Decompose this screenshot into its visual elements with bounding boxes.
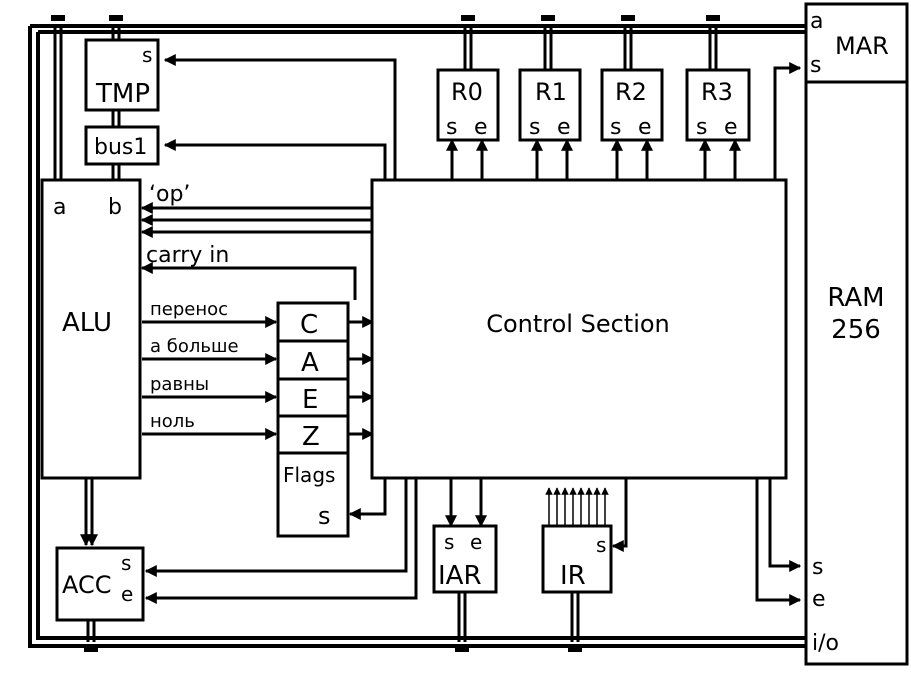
equal-label: равны xyxy=(150,374,209,395)
mar-label: MAR xyxy=(835,32,889,60)
register-r2: R2 s e xyxy=(600,68,664,142)
carry-out-label: перенос xyxy=(150,299,228,320)
register-r3: R3 s e xyxy=(685,68,751,142)
iar-label: IAR xyxy=(438,561,482,591)
mar-address-label: a xyxy=(810,9,823,34)
ram-block: a s MAR RAM 256 s e i/o xyxy=(804,2,909,666)
bus-connections xyxy=(53,26,718,642)
bus1-label: bus1 xyxy=(94,135,147,160)
op-signal-label: ‘op’ xyxy=(149,182,190,207)
flag-c-label: C xyxy=(300,310,318,340)
acc-register: ACC s e xyxy=(55,546,145,622)
acc-label: ACC xyxy=(62,571,112,599)
ir-label: IR xyxy=(560,561,586,591)
r1-set-label: s xyxy=(529,115,540,140)
r3-enable-label: e xyxy=(724,115,738,140)
acc-enable-label: e xyxy=(121,582,133,606)
ram-set-label: s xyxy=(812,555,823,580)
flags-set-label: s xyxy=(318,502,331,530)
bus1-block: bus1 xyxy=(84,125,160,166)
alu-input-a-label: a xyxy=(53,195,66,220)
alu-label: ALU xyxy=(62,308,112,338)
ram-io-label: i/o xyxy=(812,631,839,656)
control-lines xyxy=(140,54,802,606)
register-r1: R1 s e xyxy=(518,68,582,142)
r3-set-label: s xyxy=(696,115,707,140)
tmp-label: TMP xyxy=(95,79,150,109)
iar-register: s e IAR xyxy=(432,524,498,594)
tmp-register: s TMP xyxy=(84,38,160,112)
flags-register: C A E Z Flags s xyxy=(276,301,350,538)
iar-enable-label: e xyxy=(470,530,482,554)
control-section-label: Control Section xyxy=(486,310,670,338)
r0-set-label: s xyxy=(446,115,457,140)
flag-a-label: A xyxy=(301,348,319,378)
ram-enable-label: e xyxy=(812,587,826,612)
ir-set-label: s xyxy=(596,533,606,557)
flag-e-label: E xyxy=(302,385,318,415)
ram-size-label: 256 xyxy=(831,315,881,345)
acc-set-label: s xyxy=(121,551,131,575)
ir-register: s IR xyxy=(541,524,613,594)
system-bus xyxy=(28,15,806,652)
alu-block: a b ALU xyxy=(40,178,142,480)
a-larger-label: а больше xyxy=(150,336,239,357)
register-r0: R0 s e xyxy=(436,68,500,142)
r3-label: R3 xyxy=(701,78,733,106)
flag-z-label: Z xyxy=(302,422,320,452)
r2-enable-label: e xyxy=(638,115,652,140)
r2-label: R2 xyxy=(615,78,647,106)
alu-input-b-label: b xyxy=(108,195,122,220)
control-section: Control Section xyxy=(370,178,788,480)
tmp-set-label: s xyxy=(142,43,152,67)
r0-enable-label: e xyxy=(474,115,488,140)
ram-label: RAM xyxy=(827,283,884,313)
flags-label: Flags xyxy=(283,463,335,487)
r1-label: R1 xyxy=(535,78,567,106)
r2-set-label: s xyxy=(610,115,621,140)
iar-set-label: s xyxy=(444,530,454,554)
mar-set-label: s xyxy=(810,53,821,78)
r1-enable-label: e xyxy=(557,115,571,140)
r0-label: R0 xyxy=(451,78,483,106)
carry-in-label: carry in xyxy=(146,243,229,268)
zero-label: ноль xyxy=(150,411,195,432)
